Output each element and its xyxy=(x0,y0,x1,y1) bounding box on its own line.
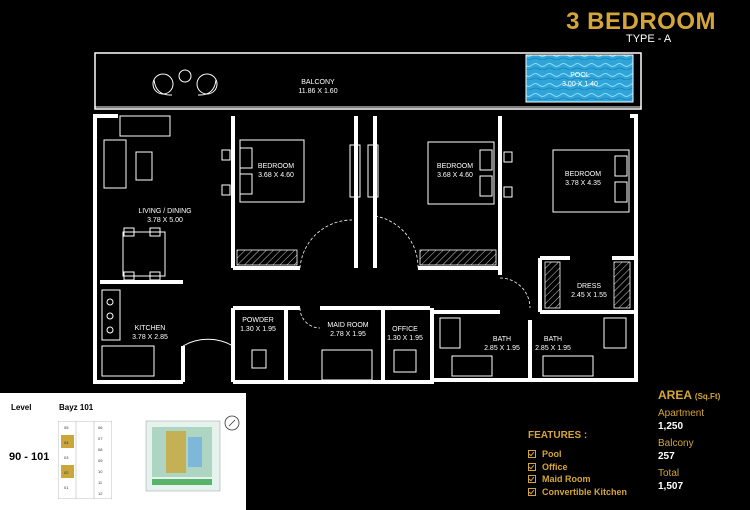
bath2-name: BATH xyxy=(544,336,562,343)
apartment-label: Apartment xyxy=(658,408,705,419)
unit-label: 02 xyxy=(64,470,69,475)
office-size: 1.30 X 1.95 xyxy=(387,335,423,342)
powder-size: 1.30 X 1.95 xyxy=(240,326,276,333)
balcony-size: 11.86 X 1.60 xyxy=(298,88,337,95)
area-summary: AREA (Sq.Ft) Apartment 1,250 Balcony 257… xyxy=(658,388,720,492)
unit-label: 05 xyxy=(64,425,69,430)
bath1-name: BATH xyxy=(493,336,511,343)
unit-label: 01 xyxy=(64,485,69,490)
level-label: Level xyxy=(11,403,32,412)
balcony-name: BALCONY xyxy=(301,79,335,86)
apartment-value: 1,250 xyxy=(658,421,684,432)
unit-label: 09 xyxy=(98,458,103,463)
maid-name: MAID ROOM xyxy=(327,322,368,329)
office-name: OFFICE xyxy=(392,326,418,333)
unit-label: 03 xyxy=(64,455,69,460)
unit-label: 08 xyxy=(98,447,103,452)
bedroom2-size: 3.68 X 4.60 xyxy=(437,172,473,179)
bedroom1-size: 3.68 X 4.60 xyxy=(258,172,294,179)
total-value: 1,507 xyxy=(658,481,684,492)
site-map xyxy=(145,415,240,492)
pool-water xyxy=(525,54,634,103)
unit-grid: 05 04 03 02 01 06 07 08 09 10 11 12 xyxy=(58,421,112,499)
level-range: 90 - 101 xyxy=(9,451,50,463)
balcony-chairs xyxy=(152,69,218,96)
balcony-outline xyxy=(94,52,642,110)
area-title: AREA (Sq.Ft) xyxy=(658,388,721,402)
feature-item: Office xyxy=(528,461,627,474)
balcony-label: Balcony xyxy=(658,438,694,449)
unit-label: 11 xyxy=(98,480,103,485)
project-name: Bayz 101 xyxy=(59,403,94,412)
bedroom3-size: 3.78 X 4.35 xyxy=(565,180,601,187)
checkbox-icon xyxy=(528,487,536,496)
living-size: 3.78 X 5.00 xyxy=(147,217,183,224)
bedroom1-name: BEDROOM xyxy=(258,163,294,170)
bath1-size: 2.85 X 1.95 xyxy=(484,345,520,352)
unit-label: 12 xyxy=(98,491,103,496)
key-plan-panel: Level Bayz 101 90 - 101 05 04 03 02 01 06 07 08… xyxy=(0,393,246,510)
living-name: LIVING / DINING xyxy=(138,208,191,215)
plan-title: 3 BEDROOM xyxy=(566,8,716,35)
feature-item: Pool xyxy=(528,448,627,461)
maid-size: 2.78 X 1.95 xyxy=(330,331,366,338)
feature-item: Convertible Kitchen xyxy=(528,486,627,499)
bedroom3-name: BEDROOM xyxy=(565,171,601,178)
pool-size: 3.00 X 1.40 xyxy=(562,81,598,88)
plan-subtitle: TYPE - A xyxy=(626,33,672,45)
total-label: Total xyxy=(658,468,680,479)
checkbox-icon xyxy=(528,450,536,459)
dress-size: 2.45 X 1.55 xyxy=(571,292,607,299)
features-list: FEATURES : Pool Office Maid Room Convert… xyxy=(528,430,627,498)
kitchen-size: 3.78 X 2.85 xyxy=(132,334,168,341)
unit-label: 07 xyxy=(98,436,103,441)
pool-name: POOL xyxy=(570,72,590,79)
bath2-size: 2.85 X 1.95 xyxy=(535,345,571,352)
checkbox-icon xyxy=(528,462,536,471)
kitchen-name: KITCHEN xyxy=(135,325,166,332)
feature-item: Maid Room xyxy=(528,473,627,486)
powder-name: POWDER xyxy=(242,317,274,324)
balcony-value: 257 xyxy=(658,451,675,462)
checkbox-icon xyxy=(528,475,536,484)
dress-name: DRESS xyxy=(577,283,601,290)
features-title: FEATURES : xyxy=(528,430,588,441)
unit-label: 06 xyxy=(98,425,103,430)
unit-label: 10 xyxy=(98,469,103,474)
bedroom2-name: BEDROOM xyxy=(437,163,473,170)
unit-label: 04 xyxy=(64,440,69,445)
